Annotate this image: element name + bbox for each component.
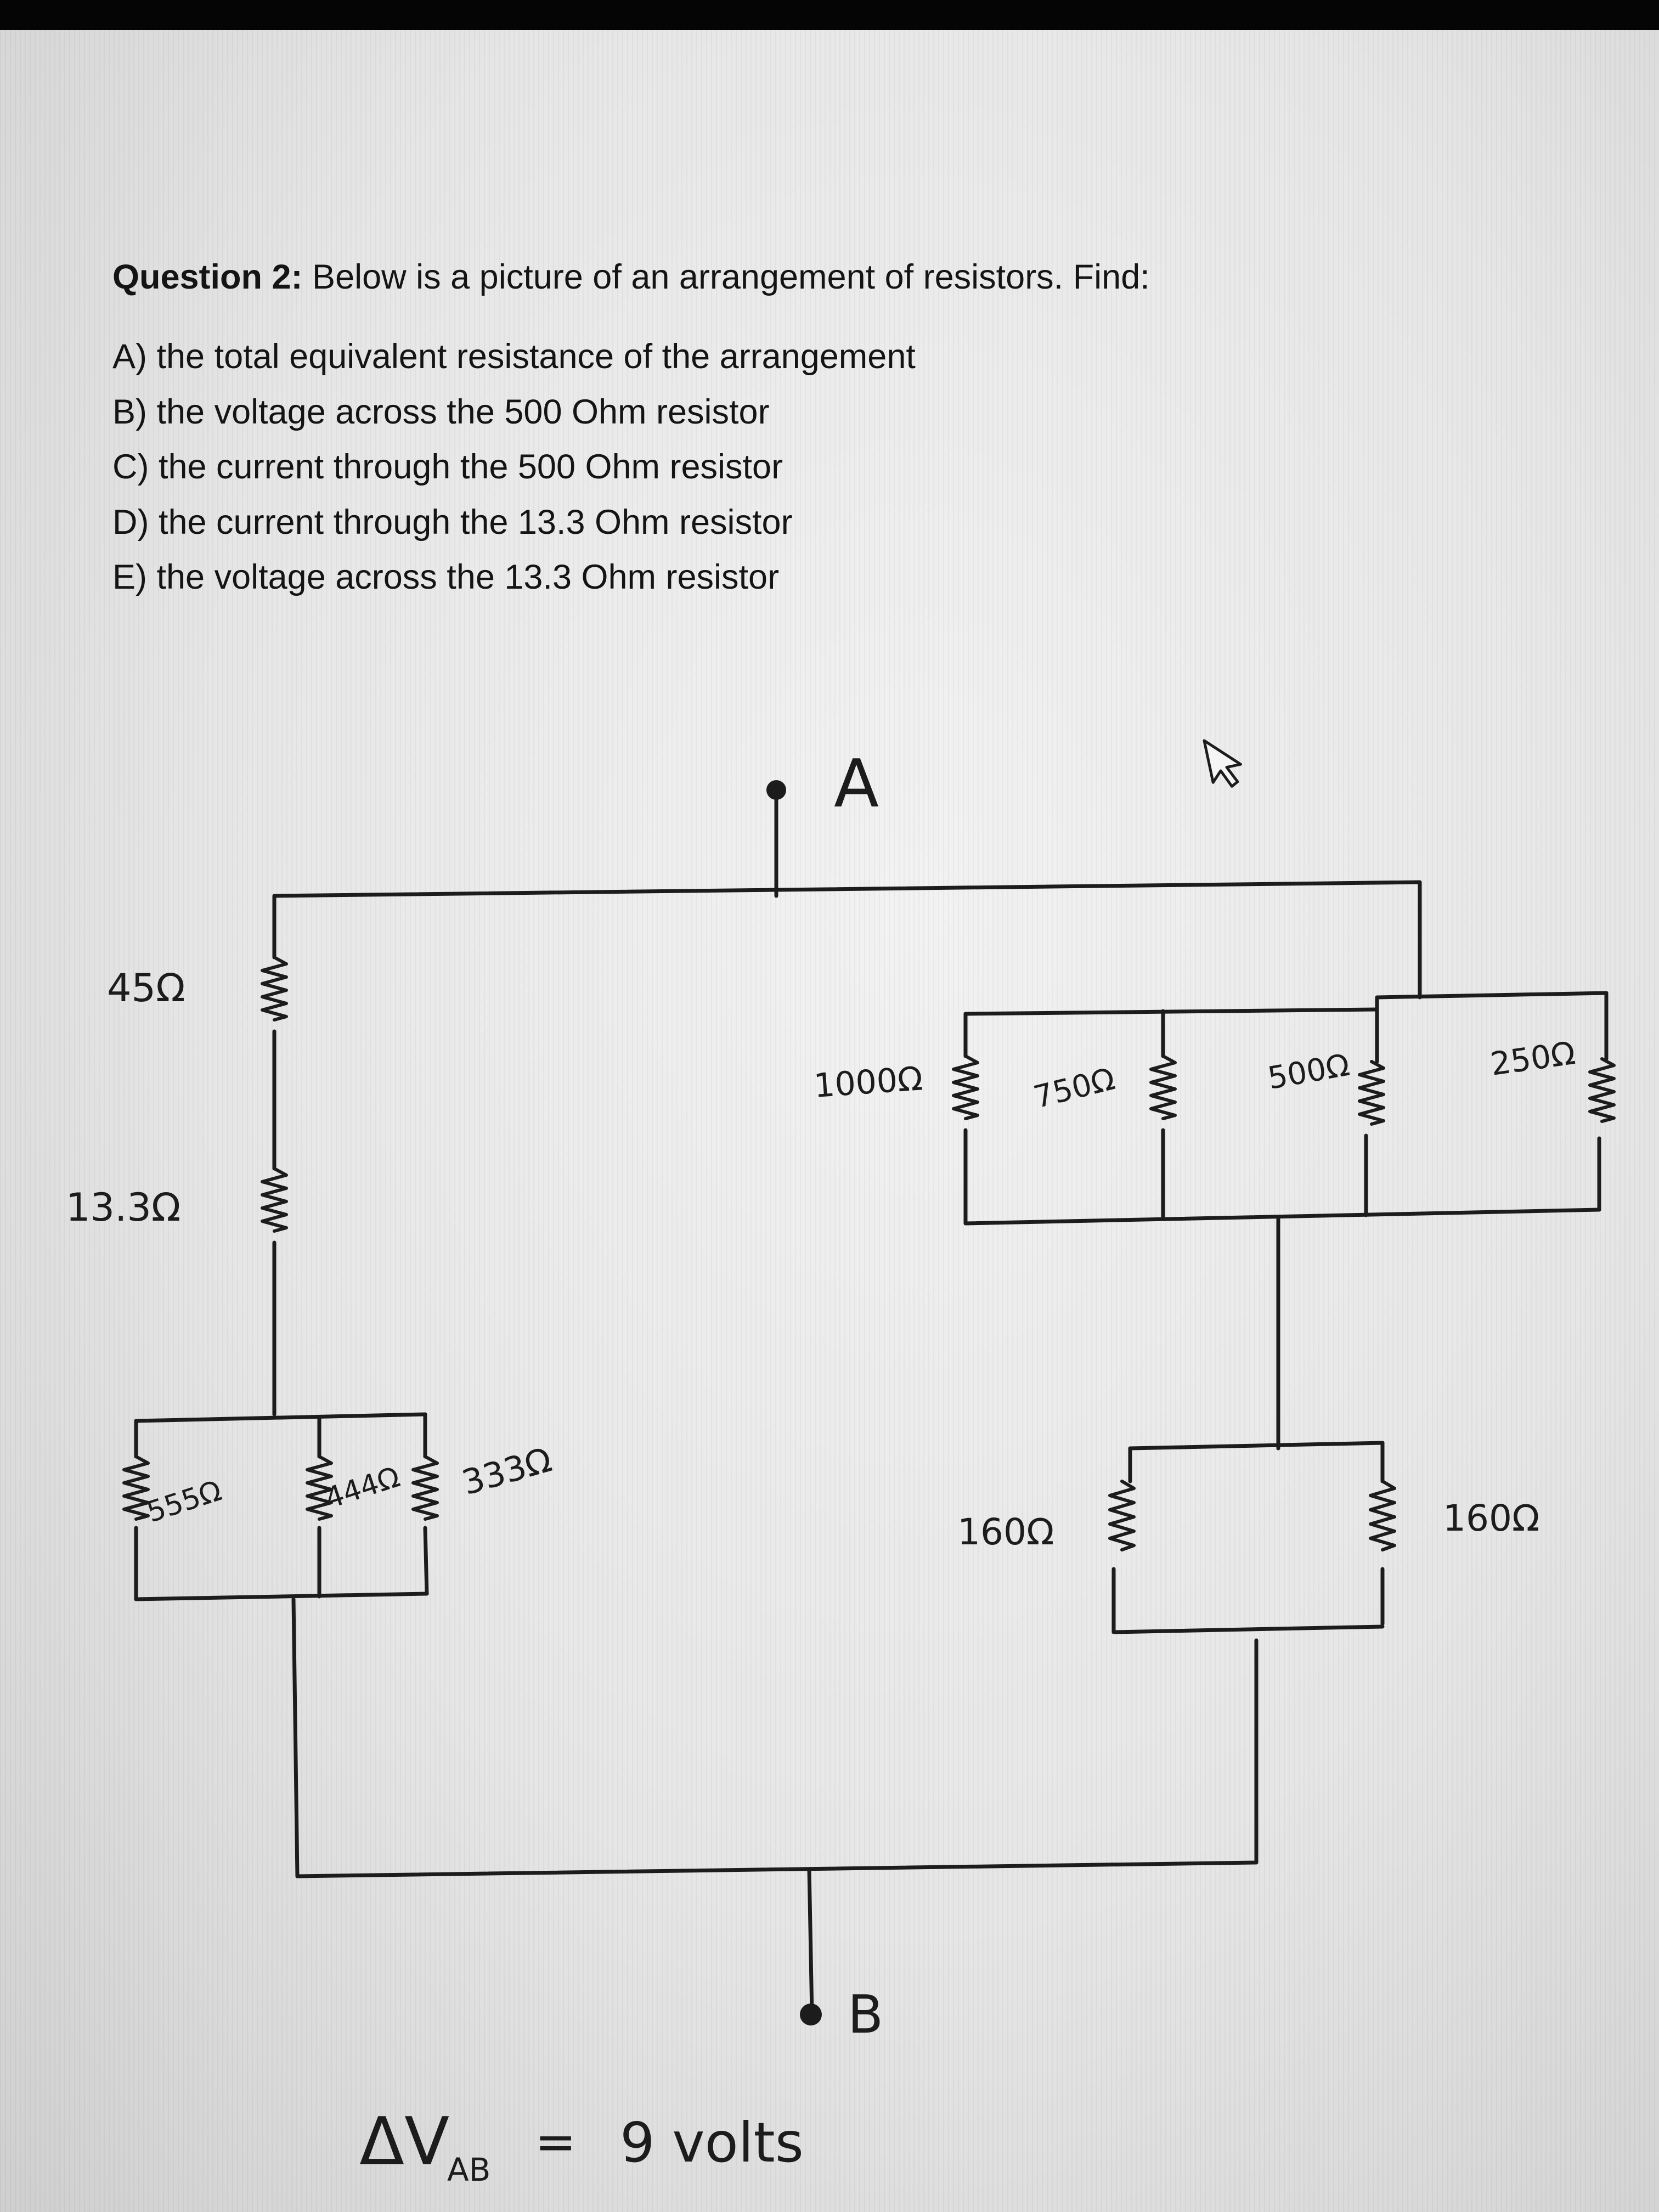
- terminal-a-dot: [766, 780, 786, 800]
- label-160-ohm-right: 160Ω: [1443, 1497, 1539, 1539]
- question-item-a: A) the total equivalent resistance of th…: [112, 337, 916, 376]
- label-45-ohm: 45Ω: [107, 966, 185, 1011]
- resistor-250-zigzag: [1588, 1057, 1616, 1123]
- voltage-equals: =: [535, 2113, 576, 2171]
- voltage-equation: ΔV AB = 9 volts: [359, 2104, 804, 2188]
- wire-555-group-top: [134, 1412, 427, 1423]
- question-item-e: E) the voltage across the 13.3 Ohm resis…: [112, 558, 780, 596]
- resistor-444-zigzag: [306, 1455, 333, 1521]
- wire-left-to-bottom: [291, 1597, 300, 1878]
- top-black-border: [0, 0, 1659, 30]
- label-160-ohm-left: 160Ω: [957, 1511, 1054, 1553]
- resistor-555-zigzag: [122, 1455, 150, 1521]
- label-750-ohm: 750Ω: [1030, 1061, 1119, 1115]
- label-1000-ohm: 1000Ω: [812, 1059, 924, 1105]
- voltage-value: 9 volts: [620, 2111, 804, 2175]
- wire-555-group-bottom: [134, 1592, 429, 1601]
- voltage-subscript: AB: [447, 2151, 490, 2188]
- wire-333-lower: [423, 1526, 429, 1596]
- wire-right-group-top-right: [1375, 991, 1609, 1000]
- resistor-1000-zigzag: [952, 1054, 979, 1120]
- terminal-a-label: A: [834, 746, 879, 822]
- label-13-3-ohm: 13.3Ω: [66, 1185, 180, 1230]
- resistor-160-right-zigzag: [1369, 1480, 1396, 1551]
- resistor-13-3-zigzag: [261, 1167, 288, 1233]
- question-item-list: A) the total equivalent resistance of th…: [112, 329, 1594, 605]
- wire-bottom-bus: [295, 1638, 1259, 1878]
- terminal-b-label: B: [848, 1985, 883, 2045]
- label-500-ohm: 500Ω: [1265, 1047, 1352, 1097]
- wire-right-group-bottom: [963, 1207, 1601, 1226]
- wire-160-group-bottom: [1111, 1624, 1385, 1634]
- question-block: Question 2: Below is a picture of an arr…: [112, 250, 1594, 605]
- label-444-ohm: 444Ω: [321, 1460, 404, 1515]
- resistor-333-zigzag: [411, 1455, 439, 1521]
- resistor-45-zigzag: [261, 956, 288, 1022]
- question-item-d: D) the current through the 13.3 Ohm resi…: [112, 503, 793, 541]
- resistor-160-left-zigzag: [1108, 1480, 1136, 1551]
- question-header: Question 2: Below is a picture of an arr…: [112, 250, 1594, 304]
- wire-top-bus: [272, 880, 1422, 1000]
- question-item-b: B) the voltage across the 500 Ohm resist…: [112, 392, 770, 431]
- label-333-ohm: 333Ω: [458, 1440, 556, 1503]
- resistor-500-zigzag: [1358, 1060, 1385, 1126]
- wire-160-group-top: [1128, 1441, 1385, 1451]
- wire-b-lead: [807, 1867, 814, 2016]
- mouse-pointer-icon: [1203, 739, 1242, 788]
- question-number: Question 2:: [112, 258, 303, 296]
- label-555-ohm: 555Ω: [143, 1474, 225, 1529]
- terminal-b-dot: [800, 2004, 822, 2025]
- question-item-c: C) the current through the 500 Ohm resis…: [112, 448, 783, 486]
- label-250-ohm: 250Ω: [1488, 1034, 1577, 1083]
- resistor-750-zigzag: [1149, 1054, 1177, 1120]
- question-prompt: Below is a picture of an arrangement of …: [312, 258, 1150, 296]
- circuit-wires: [134, 791, 1609, 2016]
- voltage-symbol: ΔV: [359, 2104, 449, 2180]
- wire-right-group-top-left: [963, 1007, 1379, 1016]
